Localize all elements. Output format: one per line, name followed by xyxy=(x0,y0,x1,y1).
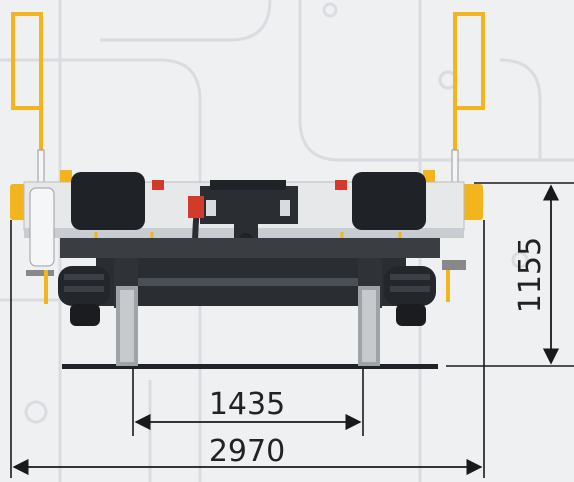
left-buffer xyxy=(71,172,145,230)
height-dimension-label: 1155 xyxy=(513,237,548,313)
left-spring-pack xyxy=(58,266,110,326)
overall-width-dimension: 2970 xyxy=(12,434,483,476)
underframe xyxy=(60,238,440,258)
right-spring-pack xyxy=(384,266,436,326)
right-wheel xyxy=(358,286,380,366)
right-buffer xyxy=(352,172,426,230)
right-handrail xyxy=(453,12,485,160)
overall-width-label: 2970 xyxy=(209,434,285,469)
height-dimension: 1155 xyxy=(446,182,574,367)
rail-line xyxy=(62,364,438,369)
extension-lines xyxy=(10,220,485,478)
left-wheel xyxy=(116,286,138,366)
wagon xyxy=(10,12,485,366)
track-gauge-dimension: 1435 xyxy=(134,387,362,431)
track-gauge-label: 1435 xyxy=(209,387,285,422)
left-handrail xyxy=(11,12,43,160)
